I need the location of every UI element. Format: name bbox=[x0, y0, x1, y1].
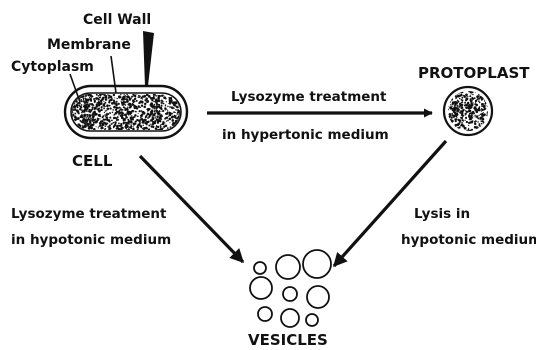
cell-to-protoplast-line2: in hypertonic medium bbox=[222, 127, 389, 143]
cell-wall-label: Cell Wall bbox=[83, 12, 151, 28]
vesicle bbox=[283, 287, 297, 301]
protoplast-to-vesicles-line1: Lysis in bbox=[414, 206, 470, 222]
cell-to-protoplast-line1: Lysozyme treatment bbox=[231, 89, 387, 105]
protoplast-stipple bbox=[447, 90, 489, 132]
vesicle bbox=[281, 309, 299, 327]
protoplast-label: PROTOPLAST bbox=[418, 64, 530, 82]
vesicle bbox=[307, 286, 329, 308]
vesicle bbox=[306, 314, 318, 326]
membrane-label: Membrane bbox=[47, 37, 131, 53]
membrane-pointer bbox=[111, 56, 116, 93]
vesicle bbox=[258, 307, 272, 321]
vesicle bbox=[276, 255, 300, 279]
cell-wall-pointer bbox=[143, 31, 154, 86]
protoplast bbox=[444, 87, 492, 135]
bacterial-cell bbox=[65, 86, 187, 138]
vesicle bbox=[254, 262, 266, 274]
vesicles-label: VESICLES bbox=[248, 331, 328, 349]
cell-to-vesicles-line1: Lysozyme treatment bbox=[11, 206, 167, 222]
vesicle bbox=[250, 277, 272, 299]
cell-to-vesicles-line2: in hypotonic medium bbox=[11, 232, 171, 248]
cytoplasm-label: Cytoplasm bbox=[11, 59, 94, 75]
vesicles-cluster bbox=[250, 250, 331, 327]
cytoplasm-stipple bbox=[71, 93, 181, 131]
vesicle bbox=[303, 250, 331, 278]
cell-label: CELL bbox=[72, 152, 113, 170]
protoplast-to-vesicles-line2: hypotonic medium bbox=[401, 232, 536, 248]
